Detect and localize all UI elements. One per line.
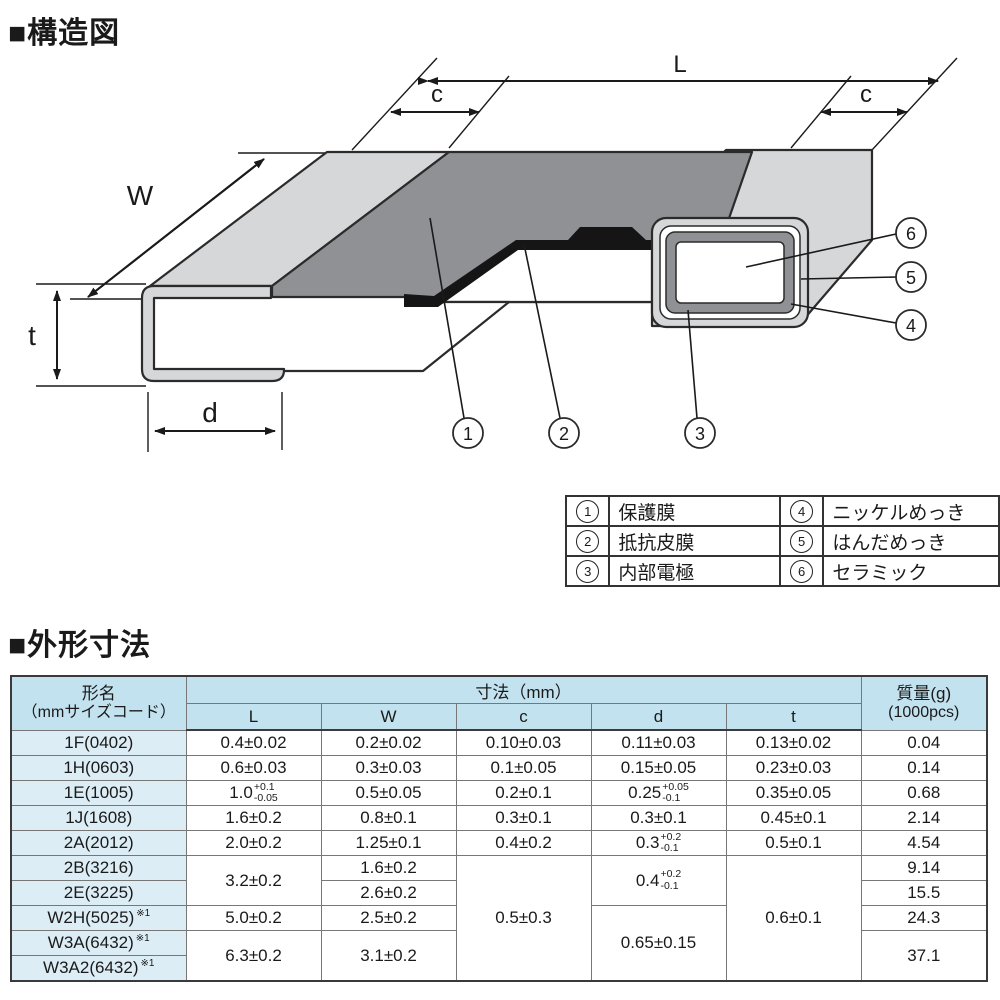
legend-label-2: 抵抗皮膜 [608,525,781,557]
callout-3: 3 [684,417,716,449]
callout-1: 1 [452,417,484,449]
footnote-marker: ※1 [135,933,150,945]
legend-row: 2 抵抗皮膜 5 はんだめっき [564,525,1000,557]
col-header-mass: 質量(g) (1000pcs) [860,675,988,731]
model-W3A: W3A(6432)※1 [10,930,187,956]
resistive-film-layer [404,227,652,307]
dim-label-L: L [673,51,686,78]
tolerance-value: 0.4+0.2-0.1 [635,868,682,892]
svg-text:5: 5 [906,268,916,288]
legend-num-1: 1 [576,499,600,523]
structure-section-title: ■構造図 [8,17,121,50]
table-row-W2H: W2H(5025)※1 5.0±0.2 2.5±0.2 0.65±0.15 24… [10,905,988,982]
col-header-L: L [185,703,322,731]
table-row-2A: 2A(2012) 2.0±0.2 1.25±0.1 0.4±0.2 0.3+0.… [10,830,988,856]
tolerance-value: 0.3+0.2-0.1 [635,830,682,854]
col-header-dims-group: 寸法（mm） [185,675,862,704]
table-row-1E: 1E(1005) 1.0+0.1-0.05 0.5±0.05 0.2±0.1 0… [10,780,988,806]
front-face [150,295,511,373]
dim-label-c-left: c [431,81,443,108]
svg-text:4: 4 [906,316,916,336]
model-W3A2: W3A2(6432)※1 [10,955,187,982]
callout-5: 5 [895,261,927,293]
table-row-2E: 2E(3225) 2.6±0.2 15.5 [10,880,988,906]
tolerance-value: 0.25+0.05-0.1 [628,780,689,804]
dimension-arrows [53,77,939,435]
model-2E: 2E(3225) [10,880,187,906]
table-row-2B: 2B(3216) 3.2±0.2 1.6±0.2 0.5±0.3 0.4+0.2… [10,855,988,982]
table-row-1J: 1J(1608) 1.6±0.2 0.8±0.1 0.3±0.1 0.3±0.1… [10,805,988,831]
structure-legend-table: 1 保護膜 4 ニッケルめっき 2 抵抗皮膜 5 はんだめっき 3 内部電極 6… [564,495,1000,587]
model-1H: 1H(0603) [10,755,187,781]
legend-label-3: 内部電極 [608,555,781,587]
callout-6: 6 [895,217,927,249]
svg-text:3: 3 [695,424,705,444]
legend-row: 1 保護膜 4 ニッケルめっき [564,495,1000,527]
legend-label-5: はんだめっき [822,525,1000,557]
left-electrode-wrap [140,284,286,383]
legend-label-6: セラミック [822,555,1000,587]
legend-label-1: 保護膜 [608,495,781,527]
svg-text:1: 1 [463,424,473,444]
callout-4: 4 [895,309,927,341]
col-header-d: d [590,703,727,731]
col-header-mass-sub: (1000pcs) [888,703,960,721]
model-1J: 1J(1608) [10,805,187,831]
table-row-W3A2: W3A2(6432)※1 [10,955,987,982]
legend-num-2: 2 [576,529,600,553]
model-1E: 1E(1005) [10,780,187,806]
ceramic-core [675,241,785,304]
callout-2: 2 [548,417,580,449]
col-header-model: 形名 （mmサイズコード） [10,675,187,731]
table-row-W3A: W3A(6432)※1 6.3±0.2 3.1±0.2 37.1 [10,930,988,982]
footnote-marker: ※1 [136,908,151,920]
table-row-1H: 1H(0603) 0.6±0.03 0.3±0.03 0.1±0.05 0.15… [10,755,988,781]
legend-num-6: 6 [790,559,814,583]
callout-lines [429,217,897,419]
model-2A: 2A(2012) [10,830,187,856]
dimensions-section-title: ■外形寸法 [8,629,152,662]
model-1F: 1F(0402) [10,729,187,756]
callout-circles: 1 2 3 4 5 6 [452,217,927,449]
legend-num-5: 5 [790,529,814,553]
model-W2H: W2H(5025)※1 [10,905,187,931]
tolerance-value: 1.0+0.1-0.05 [229,780,278,804]
legend-row: 3 内部電極 6 セラミック [564,555,1000,587]
svg-text:6: 6 [906,224,916,244]
dimensions-table: 形名 （mmサイズコード） 寸法（mm） 質量(g) (1000pcs) L W… [10,675,988,982]
chip-resistor-structure-diagram: L c c W t d 1 [28,51,958,452]
dim-label-W: W [127,180,154,211]
col-header-W: W [320,703,457,731]
legend-num-4: 4 [790,499,814,523]
footnote-marker: ※1 [140,958,155,970]
legend-label-4: ニッケルめっき [822,495,1000,527]
col-header-model-sub: （mmサイズコード） [21,703,176,721]
dim-label-d: d [202,397,218,428]
chip-body [140,148,874,383]
legend-num-3: 3 [576,559,600,583]
svg-text:2: 2 [559,424,569,444]
model-2B: 2B(3216) [10,855,187,881]
dim-label-c-right: c [860,81,872,108]
col-header-c: c [455,703,592,731]
table-row-1F: 1F(0402) 0.4±0.02 0.2±0.02 0.10±0.03 0.1… [10,729,988,756]
dim-label-t: t [28,320,36,351]
col-header-t: t [725,703,862,731]
